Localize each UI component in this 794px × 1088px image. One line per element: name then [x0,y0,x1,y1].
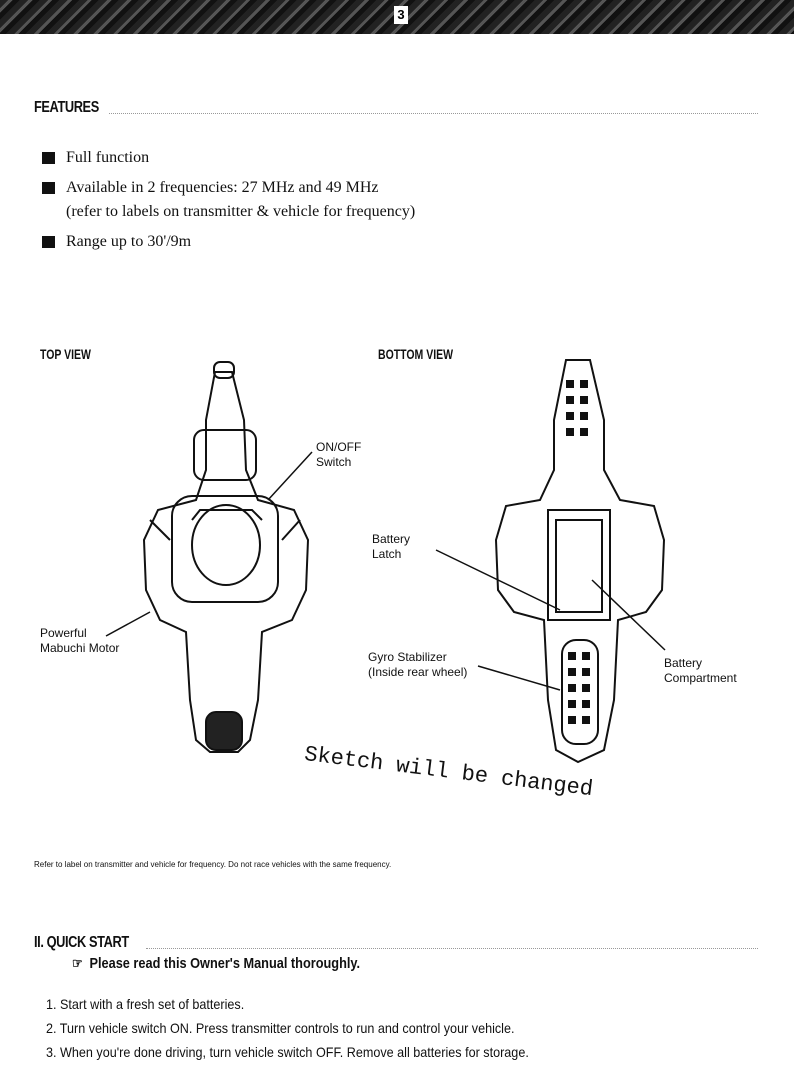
quick-start-heading: II. QUICK START [34,934,129,952]
quick-start-step: 1. Start with a fresh set of batteries. [46,992,529,1016]
quick-start-heading-row: II. QUICK START [34,933,758,953]
quick-start-step: 2. Turn vehicle switch ON. Press transmi… [46,1016,529,1040]
top-view-motorcycle-drawing [144,362,308,752]
battery-compartment-callout: Battery Compartment [664,656,737,686]
heading-rule [146,938,758,949]
quick-start-step: 3. When you're done driving, turn vehicl… [46,1040,529,1064]
pointing-hand-icon: ☞ [72,955,83,971]
frequency-footnote: Refer to label on transmitter and vehicl… [34,860,391,869]
read-manual-note: ☞Please read this Owner's Manual thoroug… [72,955,360,972]
motor-callout: Powerful Mabuchi Motor [40,626,119,656]
bottom-view-motorcycle-drawing [496,360,664,762]
battery-latch-callout: Battery Latch [372,532,410,562]
gyro-stabilizer-callout: Gyro Stabilizer (Inside rear wheel) [368,650,467,680]
quick-start-steps: 1. Start with a fresh set of batteries. … [46,992,582,1064]
on-off-switch-callout: ON/OFF Switch [316,440,361,470]
